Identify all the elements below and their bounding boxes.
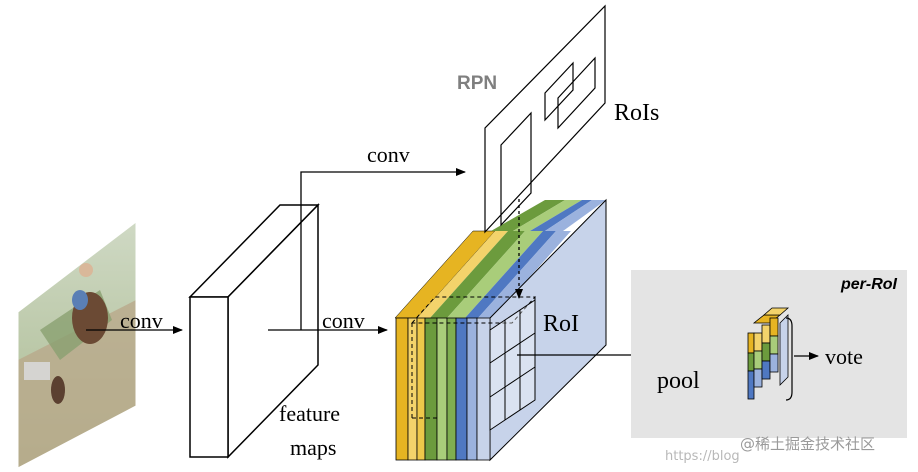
per-roi-label: per-RoI [840, 276, 898, 293]
feature-maps-label-line1: feature [279, 401, 340, 426]
pool-label: pool [657, 368, 700, 394]
watermark-url: https://blog [665, 449, 740, 464]
roi-grid [489, 299, 536, 431]
arrow-features-to-rpn [300, 168, 466, 330]
feature-maps-label-line2: maps [290, 435, 336, 460]
pooled-block [747, 307, 790, 400]
per-roi-panel: per-RoI [631, 270, 907, 438]
rois-label: RoIs [614, 100, 659, 126]
rpn-box-large [500, 111, 532, 227]
vote-bracket [785, 317, 793, 401]
conv-label-top: conv [367, 142, 410, 167]
conv-label-left: conv [120, 308, 163, 333]
rpn-box-small-a [544, 61, 574, 122]
input-image [17, 220, 137, 469]
rpn-box-small-b [557, 56, 596, 130]
vote-label: vote [825, 344, 863, 369]
feature-maps-front-face [189, 296, 229, 458]
conv-label-middle: conv [322, 308, 365, 333]
watermark: https://blog @稀土掘金技术社区 [665, 435, 875, 464]
score-maps-stack [394, 4, 607, 462]
rpn-boxes [500, 56, 596, 227]
watermark-text: @稀土掘金技术社区 [740, 435, 875, 453]
feature-maps-block [188, 203, 320, 459]
rpn-label: RPN [457, 73, 497, 94]
roi-label: RoI [543, 311, 579, 337]
